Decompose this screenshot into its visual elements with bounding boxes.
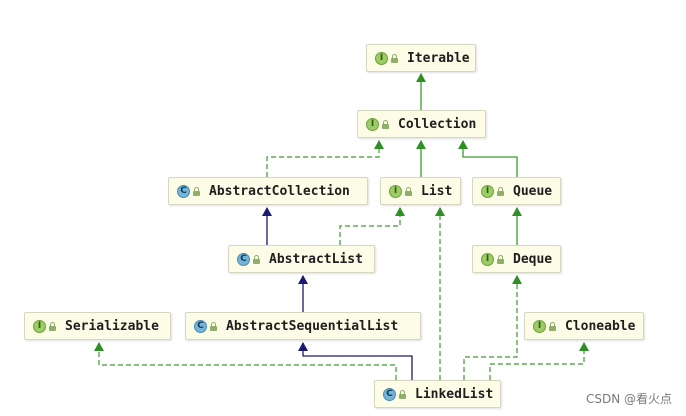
node-collection[interactable]: I Collection (357, 110, 486, 138)
interface-icon: I (389, 184, 402, 198)
node-queue[interactable]: I Queue (472, 177, 561, 205)
edge-linkedlist-cloneable (489, 342, 589, 380)
node-deque[interactable]: I Deque (472, 245, 561, 273)
lock-icon (549, 321, 556, 331)
node-cloneable[interactable]: I Cloneable (524, 312, 644, 340)
node-label: Serializable (65, 318, 159, 334)
node-label: Iterable (407, 50, 470, 66)
node-label: AbstractList (269, 251, 363, 267)
interface-icon: I (375, 51, 388, 65)
lock-icon (497, 186, 504, 196)
edge-abstractcollection-collection (266, 140, 384, 177)
class-icon: C (383, 387, 396, 401)
node-label: List (421, 183, 453, 199)
edge-linkedlist-abstractsequentiallist (298, 342, 413, 380)
lock-icon (193, 186, 200, 196)
watermark: CSDN @看火点 (585, 392, 672, 406)
node-abstract-list[interactable]: C AbstractList (228, 245, 375, 273)
lock-icon (405, 186, 412, 196)
lock-icon (399, 389, 406, 399)
node-label: AbstractCollection (209, 183, 350, 199)
node-list[interactable]: I List (380, 177, 461, 205)
node-label: Queue (513, 183, 553, 199)
node-label: Deque (513, 251, 553, 267)
edge-linkedlist-serializable (94, 342, 397, 380)
node-label: AbstractSequentialList (226, 318, 399, 334)
lock-icon (391, 53, 398, 63)
interface-icon: I (33, 319, 46, 333)
node-linked-list[interactable]: C LinkedList (374, 380, 501, 408)
node-label: Collection (398, 116, 477, 132)
class-icon: C (237, 252, 250, 266)
lock-icon (49, 321, 56, 331)
lock-icon (253, 254, 260, 264)
interface-icon: I (481, 184, 494, 198)
interface-icon: I (366, 117, 379, 131)
class-icon: C (177, 184, 190, 198)
lock-icon (210, 321, 217, 331)
node-label: Cloneable (565, 318, 636, 334)
node-abstract-collection[interactable]: C AbstractCollection (168, 177, 368, 205)
node-label: LinkedList (415, 386, 494, 402)
node-serializable[interactable]: I Serializable (24, 312, 171, 340)
class-icon: C (194, 319, 207, 333)
edge-linkedlist-deque (463, 275, 522, 380)
edge-queue-collection (458, 140, 518, 177)
node-abstract-sequential-list[interactable]: C AbstractSequentialList (185, 312, 421, 340)
interface-icon: I (533, 319, 546, 333)
interface-icon: I (481, 252, 494, 266)
edge-abstractlist-list (339, 207, 405, 245)
lock-icon (382, 119, 389, 129)
lock-icon (497, 254, 504, 264)
node-iterable[interactable]: I Iterable (366, 44, 476, 72)
